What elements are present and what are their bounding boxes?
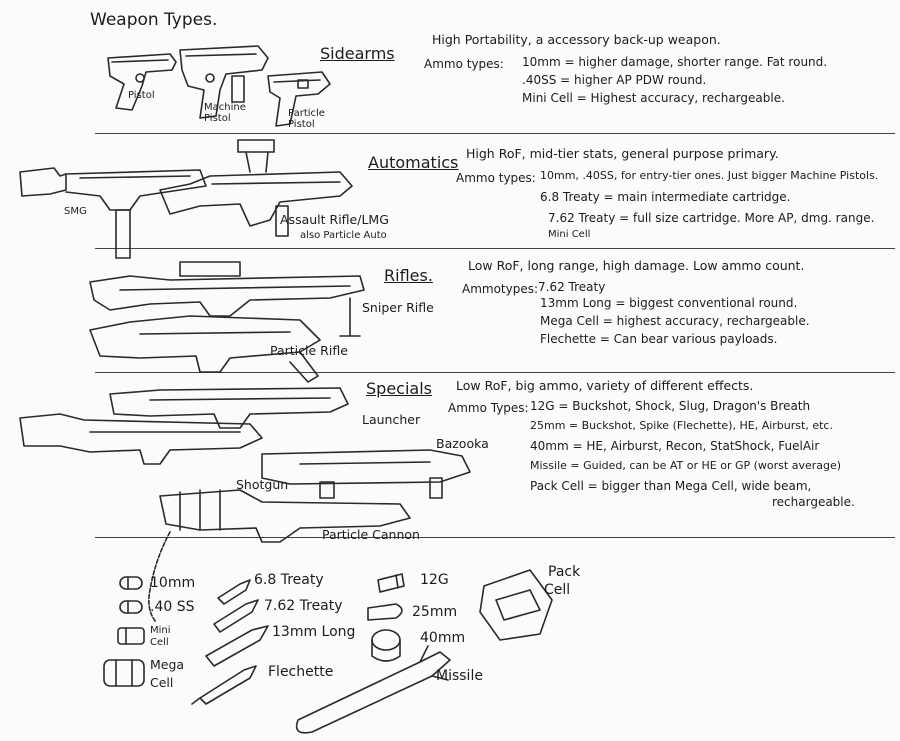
specials-ammo-line: 40mm = HE, Airburst, Recon, StatShock, F… bbox=[530, 439, 820, 453]
smg-label: SMG bbox=[64, 206, 87, 217]
assault-rifle-label: Assault Rifle/LMG bbox=[280, 212, 389, 227]
mega-cell-icon bbox=[103, 659, 145, 687]
machine-pistol-sketch bbox=[179, 45, 269, 119]
10mm-round-icon bbox=[119, 576, 143, 590]
sidearms-ammo-line: 10mm = higher damage, shorter range. Fat… bbox=[522, 55, 828, 69]
ammo-label-mini-cell: Mini bbox=[150, 625, 171, 636]
page-title: Weapon Types. bbox=[90, 10, 218, 30]
machine-pistol-label: Machine Pistol bbox=[204, 102, 246, 124]
specials-ammo-line: Missile = Guided, can be AT or HE or GP … bbox=[530, 459, 842, 472]
ammo-label-pack-cell: Pack bbox=[548, 564, 581, 580]
40ss-round-icon bbox=[119, 600, 143, 614]
rifles-ammo-line: 7.62 Treaty bbox=[538, 280, 606, 294]
ammo-label-25mm: 25mm bbox=[412, 604, 458, 620]
ammo-label-pack-cell: Cell bbox=[544, 582, 571, 598]
automatics-ammo-line: 10mm, .40SS, for entry-tier ones. Just b… bbox=[540, 169, 879, 182]
specials-ammo-line: 25mm = Buckshot, Spike (Flechette), HE, … bbox=[530, 419, 833, 432]
bazooka-label: Bazooka bbox=[436, 436, 489, 451]
bazooka-sketch bbox=[261, 449, 471, 499]
rifles-heading: Rifles. bbox=[384, 266, 433, 285]
automatics-summary: High RoF, mid-tier stats, general purpos… bbox=[466, 146, 779, 161]
automatics-ammo-line: 7.62 Treaty = full size cartridge. More … bbox=[548, 211, 875, 225]
rifles-ammo-line: 13mm Long = biggest conventional round. bbox=[540, 296, 798, 310]
68-treaty-round-icon bbox=[217, 579, 251, 605]
rifles-summary: Low RoF, long range, high damage. Low am… bbox=[468, 258, 805, 273]
40mm-round-icon bbox=[371, 629, 401, 662]
specials-ammo-line: 12G = Buckshot, Shock, Slug, Dragon's Br… bbox=[530, 399, 811, 413]
assault-rifle-sketch bbox=[159, 139, 353, 237]
sidearms-ammo-line: Mini Cell = Highest accuracy, rechargeab… bbox=[522, 91, 785, 105]
shotgun-label: Shotgun bbox=[236, 477, 289, 492]
sidearms-ammo-line: .40SS = higher AP PDW round. bbox=[522, 73, 707, 87]
specials-ammo-line: Pack Cell = bigger than Mega Cell, wide … bbox=[530, 479, 812, 493]
rifles-ammo-line: Mega Cell = highest accuracy, rechargeab… bbox=[540, 314, 810, 328]
mini-cell-icon bbox=[117, 627, 145, 645]
ammo-label-missile: Missile bbox=[436, 668, 483, 684]
sniper-rifle-sketch bbox=[89, 261, 365, 337]
ammo-label-flechette: Flechette bbox=[268, 664, 334, 680]
762-treaty-round-icon bbox=[213, 599, 259, 633]
ammo-belt-sketch bbox=[148, 531, 171, 623]
12g-shell-icon bbox=[377, 573, 405, 593]
particle-pistol-sketch bbox=[267, 71, 331, 127]
25mm-round-icon bbox=[367, 603, 403, 621]
ammo-label-40ss: .40 SS bbox=[150, 599, 195, 615]
particle-cannon-sketch bbox=[159, 489, 411, 543]
particle-rifle-label: Particle Rifle bbox=[270, 343, 348, 358]
section-divider bbox=[95, 537, 895, 538]
particle-cannon-label: Particle Cannon bbox=[322, 527, 420, 542]
specials-heading: Specials bbox=[366, 379, 432, 398]
pistol-sketch bbox=[107, 53, 177, 111]
automatics-ammo-line: Mini Cell bbox=[548, 229, 591, 240]
ammo-label-12g: 12G bbox=[420, 572, 449, 588]
shotgun-sketch bbox=[19, 413, 263, 465]
section-divider bbox=[95, 248, 895, 249]
smg-sketch bbox=[19, 167, 207, 259]
specials-ammo-label: Ammo Types: bbox=[448, 401, 529, 415]
section-divider bbox=[95, 372, 895, 373]
ammo-label-mega-cell: Mega bbox=[150, 657, 185, 672]
automatics-ammo-line: 6.8 Treaty = main intermediate cartridge… bbox=[540, 190, 791, 204]
section-divider bbox=[95, 133, 895, 134]
rifles-ammo-label: Ammotypes: bbox=[462, 282, 539, 296]
automatics-ammo-label: Ammo types: bbox=[456, 171, 536, 185]
automatics-heading: Automatics bbox=[368, 153, 459, 172]
pack-cell-icon bbox=[479, 569, 553, 641]
ammo-label-40mm: 40mm bbox=[420, 630, 466, 646]
sidearms-heading: Sidearms bbox=[320, 44, 395, 63]
particle-auto-label: also Particle Auto bbox=[300, 230, 387, 241]
rifles-ammo-line: Flechette = Can bear various payloads. bbox=[540, 332, 778, 346]
missile-icon bbox=[295, 645, 451, 734]
pistol-label: Pistol bbox=[128, 90, 155, 101]
ammo-label-7-62-treaty: 7.62 Treaty bbox=[264, 598, 343, 614]
specials-summary: Low RoF, big ammo, variety of different … bbox=[456, 378, 754, 393]
sidearms-summary: High Portability, a accessory back-up we… bbox=[432, 32, 721, 47]
particle-rifle-sketch bbox=[89, 315, 321, 383]
launcher-sketch bbox=[109, 387, 349, 429]
particle-pistol-label: Particle Pistol bbox=[288, 108, 325, 130]
ammo-label-6-8-treaty: 6.8 Treaty bbox=[254, 572, 324, 588]
ammo-label-mega-cell: Cell bbox=[150, 675, 174, 690]
launcher-label: Launcher bbox=[362, 412, 421, 427]
13mm-long-round-icon bbox=[205, 625, 269, 667]
sidearms-ammo-label: Ammo types: bbox=[424, 57, 504, 71]
flechette-round-icon bbox=[191, 665, 257, 705]
ammo-label-13mm-long: 13mm Long bbox=[272, 624, 356, 640]
ammo-label-mini-cell: Cell bbox=[150, 637, 169, 648]
specials-ammo-line: rechargeable. bbox=[772, 495, 855, 509]
ammo-label-10mm: 10mm bbox=[150, 575, 196, 591]
sniper-rifle-label: Sniper Rifle bbox=[362, 300, 434, 315]
